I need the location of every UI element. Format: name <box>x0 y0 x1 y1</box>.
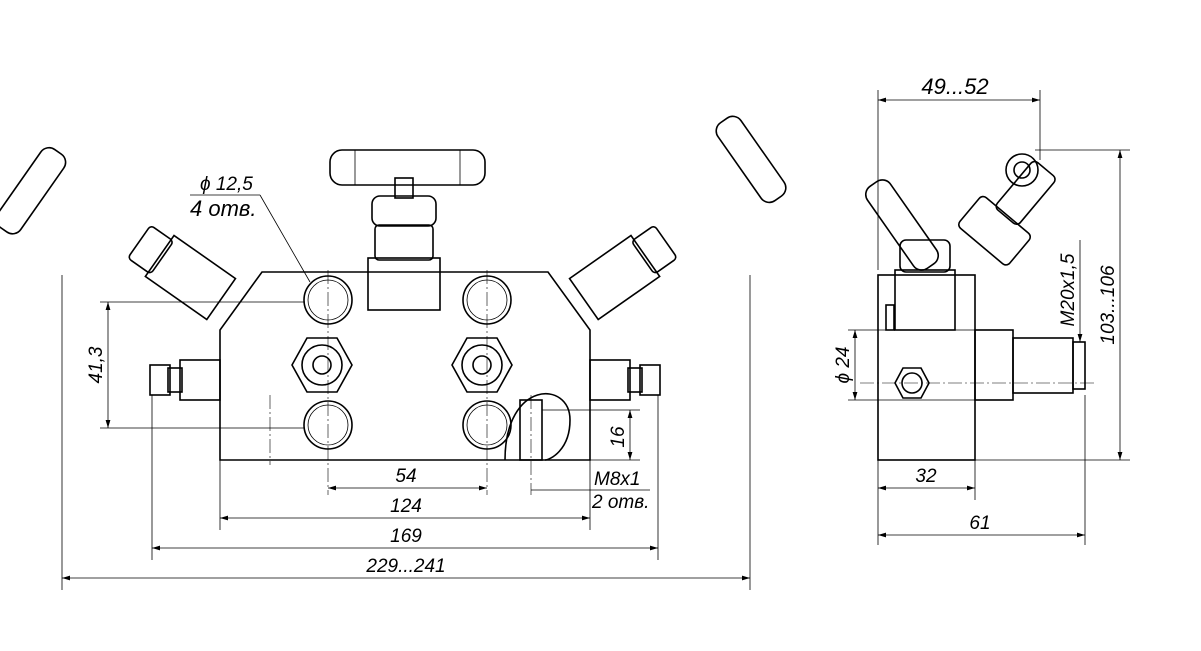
dim-overall-depth: 61 <box>969 513 990 534</box>
hole-count-label: 4 отв. <box>190 196 257 221</box>
thread-section <box>504 392 571 461</box>
dim-overall-width: 229...241 <box>365 556 445 577</box>
dim-hole-spacing-vertical: 41,3 <box>86 346 107 383</box>
thread-label: M8x1 <box>594 469 640 490</box>
manifold-body <box>219 271 591 461</box>
dim-mount-spacing: 124 <box>390 496 422 517</box>
dim-hole-spacing-horizontal: 54 <box>395 466 416 487</box>
side-port <box>974 329 1086 401</box>
dim-thread-depth: 16 <box>608 426 629 448</box>
left-valve <box>0 146 237 321</box>
center-valve <box>329 149 486 311</box>
right-valve <box>568 115 787 321</box>
dim-overall-height: 103...106 <box>1098 265 1119 345</box>
side-view: 49...52 103...106 M20x1,5 ϕ 24 32 61 <box>833 74 1130 545</box>
dim-body-with-fittings: 169 <box>390 526 422 547</box>
mounting-holes <box>303 275 512 450</box>
dim-port-diameter: ϕ 24 <box>833 347 854 384</box>
side-body <box>877 274 976 461</box>
right-fitting <box>589 359 661 401</box>
dim-port-offset: 32 <box>915 466 937 487</box>
thread-count-label: 2 отв. <box>591 492 649 513</box>
side-valves <box>864 153 1056 331</box>
hole-diameter-label: ϕ 12,5 <box>200 174 253 195</box>
dim-handle-offset: 49...52 <box>921 74 988 99</box>
process-ports <box>291 337 513 393</box>
thread-connection-label: M20x1,5 <box>1058 253 1079 326</box>
front-view: 229...241 169 124 54 41,3 16 ϕ 12,5 4 от… <box>0 115 787 590</box>
left-fitting <box>149 359 221 401</box>
